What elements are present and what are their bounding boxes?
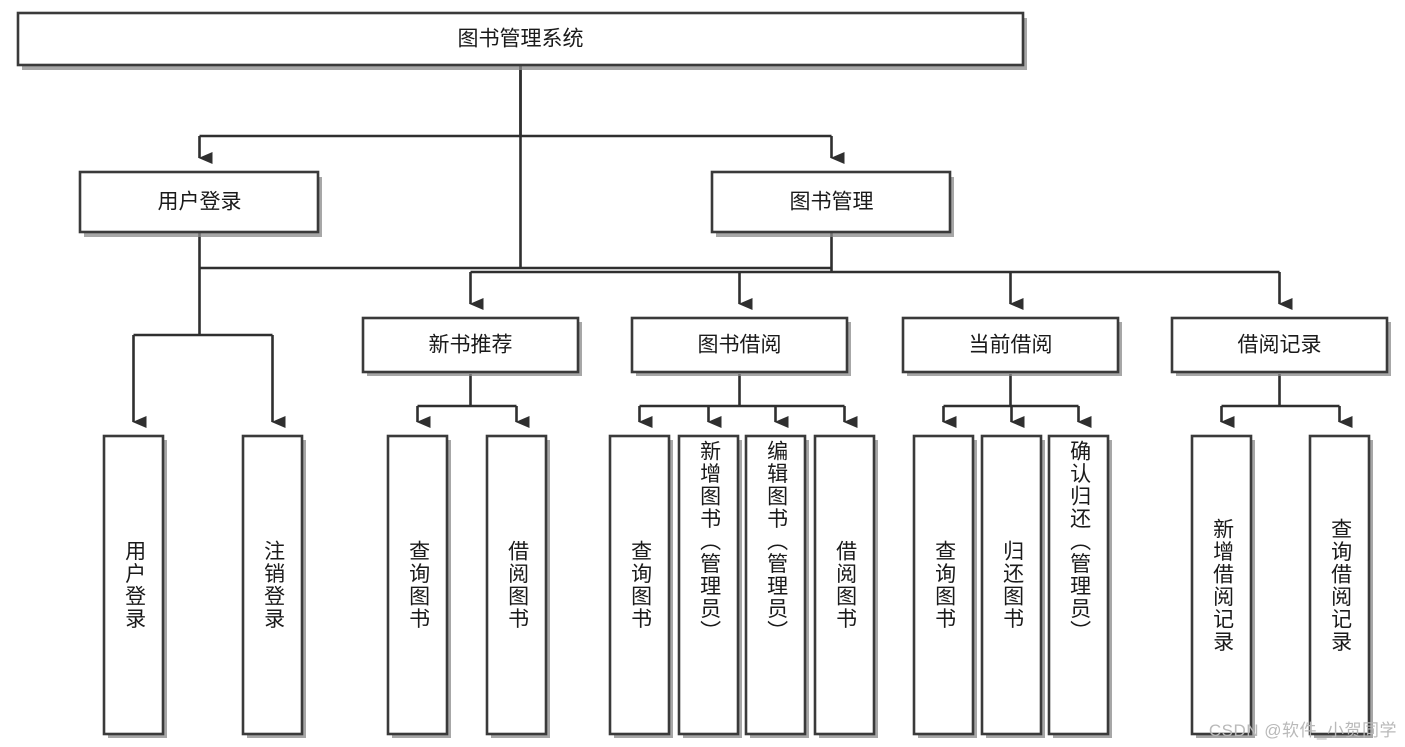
node-leaf-add-book[interactable] bbox=[677, 434, 742, 738]
connector-current-borrow-children bbox=[942, 374, 1092, 428]
node-leaf-user-login[interactable] bbox=[102, 434, 167, 738]
node-user-login[interactable]: 用户登录 bbox=[78, 170, 322, 237]
node-root[interactable]: 图书管理系统 bbox=[16, 11, 1027, 70]
node-book-borrow[interactable]: 图书借阅 bbox=[630, 316, 851, 376]
connector-book-manage-children bbox=[469, 232, 1293, 310]
node-current-borrow[interactable]: 当前借阅 bbox=[901, 316, 1122, 376]
node-leaf-query-book-2[interactable] bbox=[608, 434, 673, 738]
node-leaf-query-record[interactable] bbox=[1308, 434, 1373, 738]
connector-group-root bbox=[199, 65, 831, 270]
node-leaf-edit-book[interactable] bbox=[744, 434, 809, 738]
node-leaf-borrow-book-2[interactable] bbox=[813, 434, 878, 738]
node-new-book-rec[interactable]: 新书推荐 bbox=[361, 316, 582, 376]
connector-book-borrow-children bbox=[638, 374, 858, 428]
node-leaf-query-book-1[interactable] bbox=[386, 434, 451, 738]
leaf-boxes bbox=[102, 434, 1373, 738]
connector-borrow-record-children bbox=[1220, 374, 1353, 428]
node-leaf-add-record[interactable] bbox=[1190, 434, 1255, 738]
node-leaf-borrow-book-1[interactable] bbox=[485, 434, 550, 738]
connector-user-login-children bbox=[132, 232, 286, 428]
node-leaf-logout-login[interactable] bbox=[241, 434, 306, 738]
connector-tree-root bbox=[198, 66, 845, 164]
node-book-borrow-label: 图书借阅 bbox=[698, 334, 782, 357]
node-leaf-query-book-3[interactable] bbox=[912, 434, 977, 738]
node-leaf-confirm-return[interactable] bbox=[1047, 434, 1112, 738]
node-new-book-rec-label: 新书推荐 bbox=[429, 334, 513, 357]
node-book-manage-label: 图书管理 bbox=[790, 191, 874, 214]
node-leaf-return-book[interactable] bbox=[980, 434, 1045, 738]
csdn-watermark: CSDN @软件_小贺同学 bbox=[1208, 721, 1397, 740]
node-root-label: 图书管理系统 bbox=[458, 28, 584, 51]
node-borrow-record[interactable]: 借阅记录 bbox=[1170, 316, 1391, 376]
node-borrow-record-label: 借阅记录 bbox=[1238, 334, 1322, 357]
node-user-login-label: 用户登录 bbox=[158, 191, 242, 214]
node-current-borrow-label: 当前借阅 bbox=[969, 334, 1053, 357]
node-book-manage[interactable]: 图书管理 bbox=[710, 170, 954, 237]
connector-new-book-rec-children bbox=[416, 374, 530, 428]
